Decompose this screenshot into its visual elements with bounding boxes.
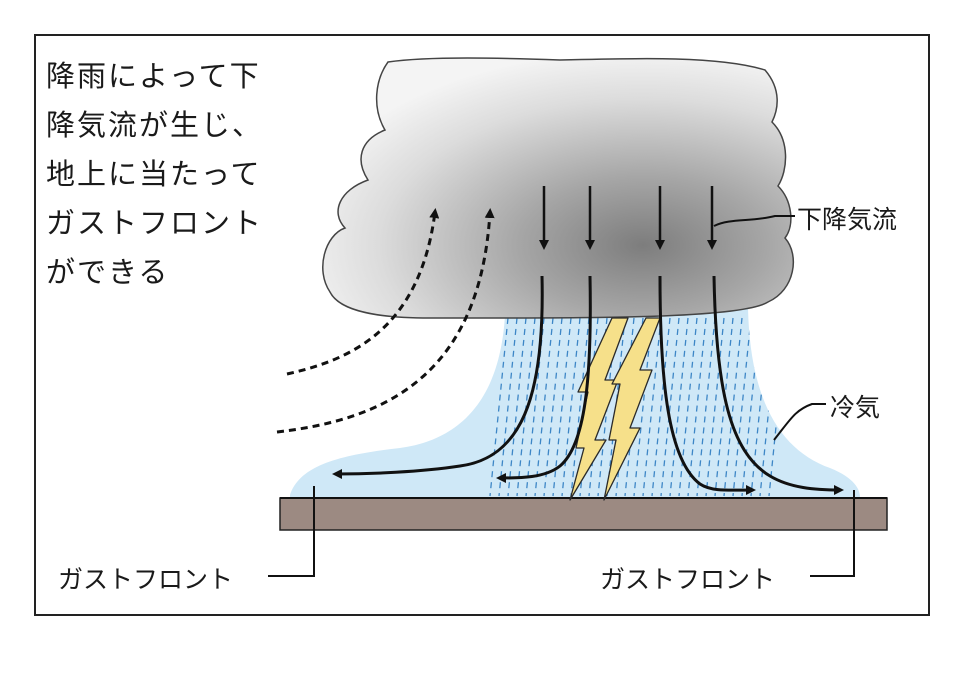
rain-streak [552,317,572,497]
rain-streak [534,317,554,497]
rain-streak [651,317,671,497]
updraft-arrow-outer [286,208,440,376]
caption-line: 降気流が生じ、 [46,108,264,142]
rain-streak [525,317,545,497]
rain-streak [570,317,590,497]
rain-streak [678,317,698,497]
downdraft-label: 下降気流 [797,205,898,234]
rain-streak [723,317,743,497]
cold-air-label: 冷気 [830,393,881,422]
rain-streak [543,317,563,497]
diagram-frame [34,34,930,616]
gust-front-right-leader-line [810,490,855,577]
rain-streak [669,317,689,497]
updraft-arrow-inner [276,208,495,434]
gust-front-left-leader-line [268,486,315,577]
explanation-caption: 降雨によって下 降気流が生じ、 地上に当たって ガストフロント ができる [46,52,263,297]
rain-streak [741,317,761,497]
cold-air-leader-line [773,403,826,441]
rain-streak [507,317,527,497]
caption-line: 降雨によって下 [46,59,261,93]
storm-cloud [322,57,795,319]
downdraft-leader-line [713,215,795,227]
rain-streak [633,317,653,497]
rain-streak [714,317,734,497]
rain-streak [642,317,662,497]
rain-streak [732,317,752,497]
caption-line: ができる [46,255,170,289]
rain-streak [687,317,707,497]
lightning-bolt-right [603,317,661,501]
ground [279,497,888,531]
rain-streak [498,317,518,497]
rain-streak [705,317,725,497]
rain-streak [660,317,680,497]
gust-front-left-label: ガストフロント [58,565,234,594]
caption-line: 地上に当たって [46,157,262,191]
outflow-arrow-right-near [658,275,756,496]
outflow-arrow-right-far [712,275,844,495]
outflow-arrow-left-near [496,275,592,483]
rain-streak [489,317,509,497]
rain-streak [750,317,770,497]
rain-streak [561,317,581,497]
rain-streak [696,317,716,497]
outflow-arrow-left-far [332,275,544,479]
gust-front-right-label: ガストフロント [600,565,776,594]
caption-line: ガストフロント [46,206,264,240]
